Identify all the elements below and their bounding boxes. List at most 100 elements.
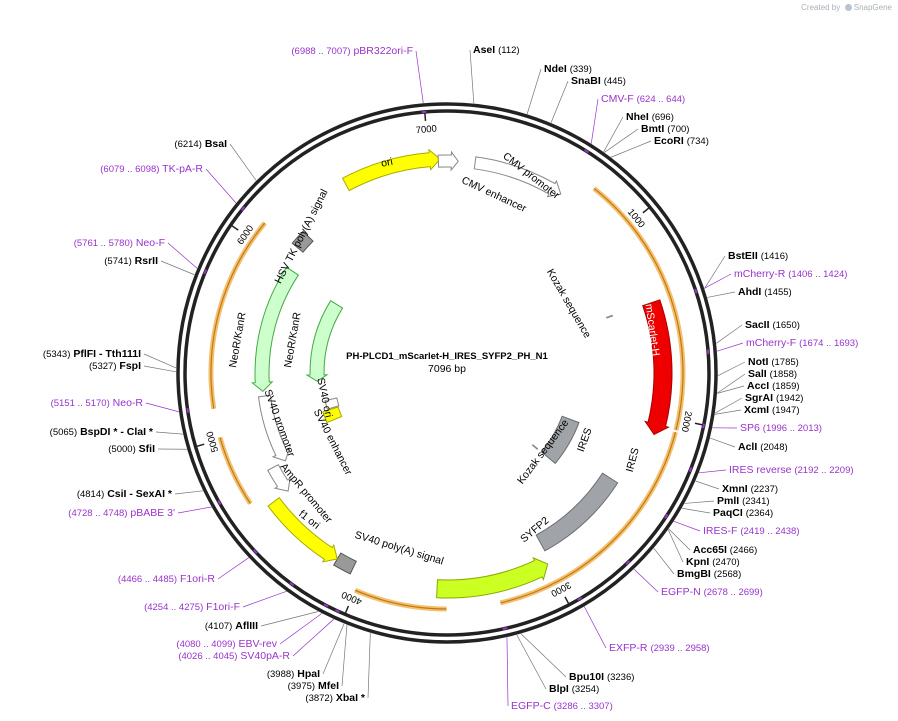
feature-ires[interactable]	[535, 472, 619, 552]
site-ebv-rev[interactable]: (4080 .. 4099) EBV-rev	[176, 603, 329, 650]
site-acc65i[interactable]: Acc65I (2466)	[668, 528, 758, 556]
site-label: NdeI (339)	[544, 63, 592, 75]
site-acli[interactable]: AclI (2048)	[709, 437, 788, 453]
site-name: Neo-F	[136, 237, 165, 249]
feature-ires[interactable]	[540, 415, 580, 465]
site-label: XmnI (2237)	[722, 483, 778, 495]
site-leader-line	[709, 437, 736, 448]
primer-mark	[289, 581, 295, 587]
site-bmti[interactable]: BmtI (700)	[604, 123, 689, 153]
site-position: (1859)	[772, 381, 799, 392]
site-label: (4728 .. 4748) pBABE 3'	[68, 507, 175, 519]
site-position: (1947)	[772, 405, 799, 416]
feature-ampr-promoter[interactable]	[267, 463, 291, 492]
site-egfp-n[interactable]: EGFP-N (2678 .. 2699)	[625, 560, 763, 598]
site-sali[interactable]: SalI (1858)	[717, 368, 797, 394]
feature-label-hsv-tk-poly-a-signal: HSV TK poly(A) signal	[272, 187, 330, 285]
site-f1ori-f[interactable]: (4254 .. 4275) F1ori-F	[144, 581, 295, 613]
site-bspdi-clai[interactable]: (5065) BspDI * - ClaI *	[50, 426, 184, 438]
site-bsteii[interactable]: BstEII (1416)	[704, 250, 788, 289]
site-ecori[interactable]: EcoRI (734)	[610, 135, 709, 158]
feature-sv40-enhancer[interactable]	[324, 397, 340, 410]
site-sacii[interactable]: SacII (1650)	[716, 319, 800, 344]
site-position: (4107)	[205, 621, 232, 632]
feature-cmv-promoter[interactable]	[473, 156, 562, 198]
feature-hsv-tk-poly-a-signal[interactable]	[291, 230, 314, 253]
site-xmni[interactable]: XmnI (2237)	[695, 480, 779, 495]
site-exfp-r[interactable]: EXFP-R (2939 .. 2958)	[577, 596, 710, 654]
site-nhei[interactable]: NheI (696)	[603, 111, 674, 153]
site-bpu10i[interactable]: Bpu10I (3236)	[520, 633, 634, 683]
site-csii-sexai[interactable]: (4814) CsiI - SexAI *	[77, 488, 203, 500]
site-leader-line	[160, 260, 195, 276]
site-sp6[interactable]: SP6 (1996 .. 2013)	[702, 422, 822, 434]
feature-sv40-poly-a-signal[interactable]	[332, 552, 357, 575]
site-bmgbi[interactable]: BmgBI (2568)	[653, 547, 741, 580]
site-pmli[interactable]: PmlI (2341)	[684, 495, 770, 507]
site-name: F1ori-F	[206, 601, 240, 613]
site-xbai[interactable]: (3872) XbaI *	[305, 632, 371, 704]
site-cmv-f[interactable]: CMV-F (624 .. 644)	[583, 93, 686, 154]
site-fspi[interactable]: (5327) FspI	[89, 360, 177, 373]
site-sgrai[interactable]: SgrAI (1942)	[714, 392, 803, 414]
feature-f1-ori[interactable]	[267, 496, 338, 563]
site-name: Neo-R	[113, 397, 144, 409]
feature-sv40-promoter[interactable]	[257, 394, 291, 462]
site-asei[interactable]: AseI (112)	[469, 44, 520, 104]
site-label: (6988 .. 7007) pBR322ori-F	[291, 45, 413, 57]
site-mcherry-f[interactable]: mCherry-F (1674 .. 1693)	[706, 337, 858, 355]
feature-sv40-ori[interactable]	[322, 406, 343, 424]
orange-arc-line	[593, 187, 684, 431]
site-position: (4026 .. 4045)	[178, 651, 237, 662]
site-position: (5151 .. 5170)	[51, 398, 110, 409]
site-ires-f[interactable]: IRES-F (2419 .. 2438)	[664, 513, 800, 537]
feature-kozak-sequence[interactable]	[531, 444, 539, 450]
site-snabi[interactable]: SnaBI (445)	[550, 75, 626, 123]
site-sv40pa-r[interactable]: (4026 .. 4045) SV40pA-R	[178, 609, 341, 662]
site-ndei[interactable]: NdeI (339)	[526, 63, 592, 115]
site-position: (1942)	[776, 393, 803, 404]
site-egfp-c[interactable]: EGFP-C (3286 .. 3307)	[502, 627, 613, 712]
site-mcherry-r[interactable]: mCherry-R (1406 .. 1424)	[694, 268, 847, 294]
site-ahdi[interactable]: AhdI (1455)	[707, 286, 792, 298]
site-ires-reverse[interactable]: IRES reverse (2192 .. 2209)	[688, 464, 854, 476]
features-layer	[250, 148, 673, 599]
feature-syfp2[interactable]	[436, 556, 549, 599]
site-pbr322ori-f[interactable]: (6988 .. 7007) pBR322ori-F	[291, 45, 427, 114]
site-position: (445)	[604, 76, 626, 87]
site-neo-f[interactable]: (5761 .. 5780) Neo-F	[74, 237, 208, 275]
feature-ori[interactable]	[341, 148, 441, 192]
site-tk-pa-r[interactable]: (6079 .. 6098) TK-pA-R	[100, 163, 246, 212]
site-hpai[interactable]: (3988) HpaI	[267, 623, 345, 680]
site-position: (2466)	[730, 545, 757, 556]
feature-cmv-enhancer[interactable]	[437, 150, 459, 172]
site-neo-r[interactable]: (5151 .. 5170) Neo-R	[51, 397, 190, 413]
site-xcmi[interactable]: XcmI (1947)	[714, 404, 800, 416]
site-pflfi-tth111i[interactable]: (5343) PflFI - Tth111I	[43, 348, 177, 369]
site-name: SalI	[748, 368, 767, 380]
site-bsai[interactable]: (6214) BsaI	[174, 138, 257, 181]
site-leader-line	[469, 49, 475, 104]
primer-mark	[688, 466, 693, 473]
site-name: XcmI	[744, 404, 769, 416]
site-label: (5151 .. 5170) Neo-R	[51, 397, 144, 409]
site-noti[interactable]: NotI (1785)	[717, 356, 799, 376]
site-afliii[interactable]: (4107) AflIII	[205, 611, 319, 632]
site-name: pBR322ori-F	[353, 45, 413, 57]
feature-neor-kanr[interactable]	[305, 299, 344, 382]
site-sfii[interactable]: (5000) SfiI	[108, 443, 187, 455]
feature-mscarlet-h[interactable]	[642, 299, 673, 436]
site-label: Acc65I (2466)	[693, 544, 757, 556]
site-f1ori-r[interactable]: (4466 .. 4485) F1ori-R	[118, 549, 258, 585]
site-paqci[interactable]: PaqCI (2364)	[681, 507, 773, 519]
feature-neor-kanr[interactable]	[250, 266, 300, 392]
site-pbabe-3[interactable]: (4728 .. 4748) pBABE 3'	[68, 500, 222, 519]
site-rsrii[interactable]: (5741) RsrII	[104, 255, 195, 276]
site-acci[interactable]: AccI (1859)	[717, 380, 800, 394]
site-name: mCherry-F	[746, 337, 796, 349]
site-blpi[interactable]: BlpI (3254)	[516, 634, 599, 695]
feature-kozak-sequence[interactable]	[605, 314, 614, 319]
site-kpni[interactable]: KpnI (2470)	[667, 529, 740, 568]
site-name: PmlI	[717, 495, 739, 507]
site-mfei[interactable]: (3975) MfeI	[288, 624, 348, 692]
